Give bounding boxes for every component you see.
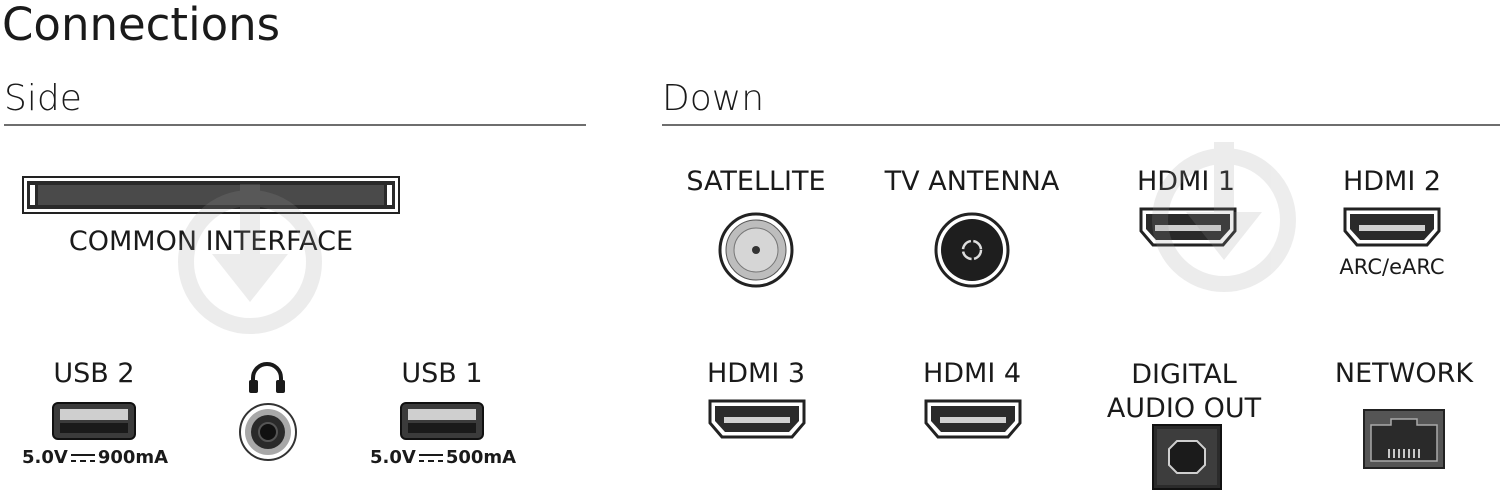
usb1-spec: 5.0V 500mA [370, 447, 516, 469]
antenna-connector-icon [934, 212, 1010, 288]
hdmi1-label: HDMI 1 [1136, 166, 1236, 197]
common-interface-label: COMMON INTERFACE [68, 226, 354, 257]
dc-symbol-icon [70, 448, 96, 469]
usb1-voltage: 5.0V [370, 447, 416, 468]
usb2-label: USB 2 [53, 358, 135, 389]
tv-antenna-label: TV ANTENNA [884, 166, 1060, 197]
headphone-jack-icon [239, 403, 297, 461]
satellite-label: SATELLITE [686, 166, 826, 197]
network-label: NETWORK [1334, 358, 1474, 389]
common-interface-slot-icon [22, 176, 400, 214]
usb1-current: 500mA [445, 447, 517, 468]
hdmi-port-icon [1343, 207, 1441, 247]
usb1-label: USB 1 [401, 358, 483, 389]
usb2-voltage: 5.0V [22, 447, 68, 468]
usb2-current: 900mA [97, 447, 169, 468]
usb2-spec: 5.0V 900mA [22, 447, 168, 469]
headphones-icon [249, 362, 285, 393]
section-down-divider [662, 124, 1500, 126]
digital-audio-label-line1: DIGITAL [1131, 359, 1237, 390]
ethernet-port-icon [1363, 409, 1445, 469]
dc-symbol-icon [418, 448, 444, 469]
usb-port-icon [400, 402, 484, 440]
optical-port-icon [1152, 424, 1222, 490]
hdmi-port-icon [1139, 207, 1237, 247]
hdmi-port-icon [708, 399, 806, 439]
satellite-connector-icon [718, 212, 794, 288]
digital-audio-out-label: DIGITAL AUDIO OUT [1094, 358, 1274, 426]
section-down-title: Down [662, 78, 765, 119]
hdmi3-label: HDMI 3 [706, 358, 806, 389]
hdmi2-arc-note: ARC/eARC [1339, 255, 1445, 279]
section-side-divider [4, 124, 586, 126]
hdmi2-label: HDMI 2 [1342, 166, 1442, 197]
page-title: Connections [2, 0, 281, 51]
hdmi4-label: HDMI 4 [922, 358, 1022, 389]
download-watermark-icon [1152, 142, 1296, 292]
digital-audio-label-line2: AUDIO OUT [1106, 393, 1262, 424]
section-side-title: Side [4, 78, 82, 119]
usb-port-icon [52, 402, 136, 440]
download-watermark-icon [178, 184, 322, 334]
hdmi-port-icon [924, 399, 1022, 439]
